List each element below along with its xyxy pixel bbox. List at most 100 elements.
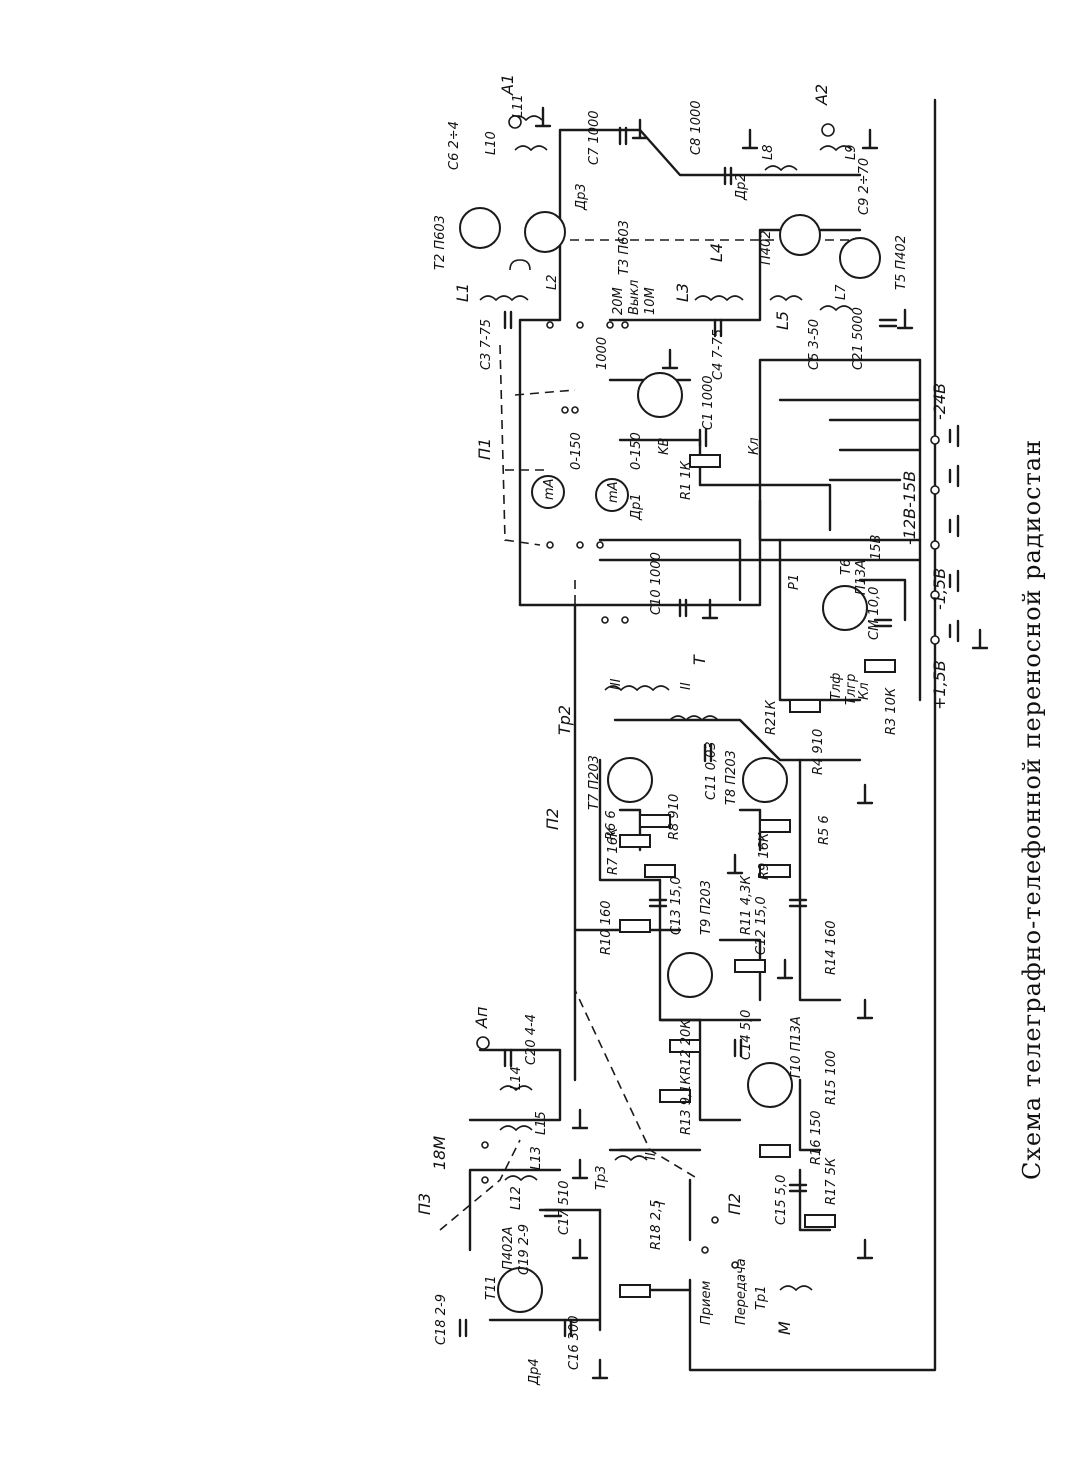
label-t6b: П13А xyxy=(854,560,869,595)
label-t2: T2 П603 xyxy=(433,215,448,270)
coil-tr2-out xyxy=(669,715,719,722)
resistor-r5 xyxy=(759,819,791,833)
transistor-t11 xyxy=(497,1267,543,1313)
label-ma1: mA xyxy=(542,478,557,500)
label-t10: T10 П13А xyxy=(789,1016,804,1080)
label-l7: L7 xyxy=(834,284,849,300)
label-kl2: Кл xyxy=(857,682,872,700)
label-t: T xyxy=(690,654,709,665)
label-15v: 15В xyxy=(869,534,884,560)
coil-l9 xyxy=(819,145,853,152)
label-c14: C14 5,0 xyxy=(739,1010,754,1060)
label-l5: L5 xyxy=(773,311,792,330)
label-r11: R11 4,3К xyxy=(739,875,754,935)
coils xyxy=(479,115,853,1292)
label-l2: L2 xyxy=(545,274,560,290)
capacitor-c13 xyxy=(648,898,668,908)
coil-l13 xyxy=(504,1175,538,1182)
label-r6: R6 6 xyxy=(604,810,619,840)
label-r10: R10 160 xyxy=(599,900,614,955)
label-l4: L4 xyxy=(707,243,726,262)
resistor-r8 xyxy=(639,814,671,828)
label-kl: Кл xyxy=(747,437,762,455)
resistor-r18 xyxy=(619,1284,651,1298)
label-r3: R3 10К xyxy=(884,687,899,735)
label-c1: C1 1000 xyxy=(701,375,716,430)
label-c17: C17 510 xyxy=(557,1180,572,1235)
meters xyxy=(531,475,629,512)
resistors xyxy=(619,454,896,1298)
label-dr1: Др1 xyxy=(629,493,644,521)
resistor-r13 xyxy=(659,1089,691,1103)
battery xyxy=(948,424,960,643)
label-c15: C15 5,0 xyxy=(774,1175,789,1225)
label-p2: П2 xyxy=(543,808,562,830)
coil-l10 xyxy=(514,145,548,152)
label-c20: C20 4-4 xyxy=(524,1014,539,1065)
transistor-t5 xyxy=(839,237,881,279)
resistor-r10 xyxy=(619,919,651,933)
antenna-an-icon xyxy=(476,1036,490,1050)
coil-l15 xyxy=(499,1125,533,1132)
label-c18: C18 2-9 xyxy=(434,1294,449,1345)
label-a2: A2 xyxy=(812,84,831,106)
label-c3: C3 7-75 xyxy=(479,319,494,370)
label-c1000: 1000 xyxy=(595,337,610,370)
label-kv: KB xyxy=(657,437,672,455)
label-r8: R8 910 xyxy=(667,794,682,840)
transistor-t1 xyxy=(524,211,566,253)
resistor-r11 xyxy=(734,959,766,973)
label-t8: T8 П203 xyxy=(724,750,739,805)
label-t11: T11 xyxy=(484,1276,499,1300)
label-t6: T6 xyxy=(839,559,854,575)
label-l11: L11 xyxy=(511,94,526,118)
transistors xyxy=(459,207,881,1313)
coil-l5 xyxy=(769,295,803,302)
transistor-t8 xyxy=(742,757,788,803)
coil-l8 xyxy=(764,165,798,172)
label-c21: C21 5000 xyxy=(851,307,866,370)
label-t3: T3 П603 xyxy=(617,220,632,275)
label-p1: П1 xyxy=(475,438,494,460)
label-c4: C4 7-75 xyxy=(711,329,726,380)
capacitor-c21 xyxy=(878,318,898,328)
antennas xyxy=(476,115,835,1050)
capacitor-c1 xyxy=(698,428,708,448)
caption-text: Схема телеграфно-телефонной переносной р… xyxy=(1018,440,1046,1180)
transistor-t7 xyxy=(607,757,653,803)
label-c6: C6 2÷4 xyxy=(447,121,462,170)
capacitor-c12 xyxy=(788,898,808,908)
label-r18: R18 2,5 xyxy=(649,1200,664,1250)
resistor-r9 xyxy=(759,864,791,878)
label-t11b: П402А xyxy=(501,1227,516,1270)
label-c8: C8 1000 xyxy=(689,100,704,155)
coil-l7 xyxy=(819,305,853,312)
capacitors xyxy=(458,126,898,1338)
label-r12: R12 20К xyxy=(679,1019,694,1075)
label-cm: CM 10,0 xyxy=(867,587,882,640)
resistor-r17 xyxy=(804,1214,836,1228)
label-rom4: I xyxy=(654,1201,669,1205)
label-l9: L9 xyxy=(844,144,859,160)
label-l3: L3 xyxy=(673,283,692,302)
label-r1: R1 1К xyxy=(679,460,694,500)
label-l13: L13 xyxy=(529,1146,544,1170)
coil-l14 xyxy=(499,1085,533,1092)
capacitor-c16 xyxy=(563,1318,573,1338)
capacitor-c3 xyxy=(503,310,513,330)
label-rom3: III xyxy=(609,678,624,690)
resistor-r3 xyxy=(864,659,896,673)
label-c19: C19 2-9 xyxy=(517,1224,532,1275)
label-r4: R4 910 xyxy=(811,729,826,775)
label-m15: -1,5В xyxy=(930,568,949,610)
capacitor-c11 xyxy=(703,743,713,763)
label-rx: Прием xyxy=(699,1281,714,1325)
label-p2b: П2 xyxy=(725,1193,744,1215)
label-t7: T7 П203 xyxy=(587,755,602,810)
coil-dr-tr2 xyxy=(604,685,670,692)
antenna-a1-icon xyxy=(508,115,522,129)
resistor-r16 xyxy=(759,1144,791,1158)
capacitor-c17 xyxy=(543,1208,563,1218)
label-18m: 18M xyxy=(430,1136,449,1170)
